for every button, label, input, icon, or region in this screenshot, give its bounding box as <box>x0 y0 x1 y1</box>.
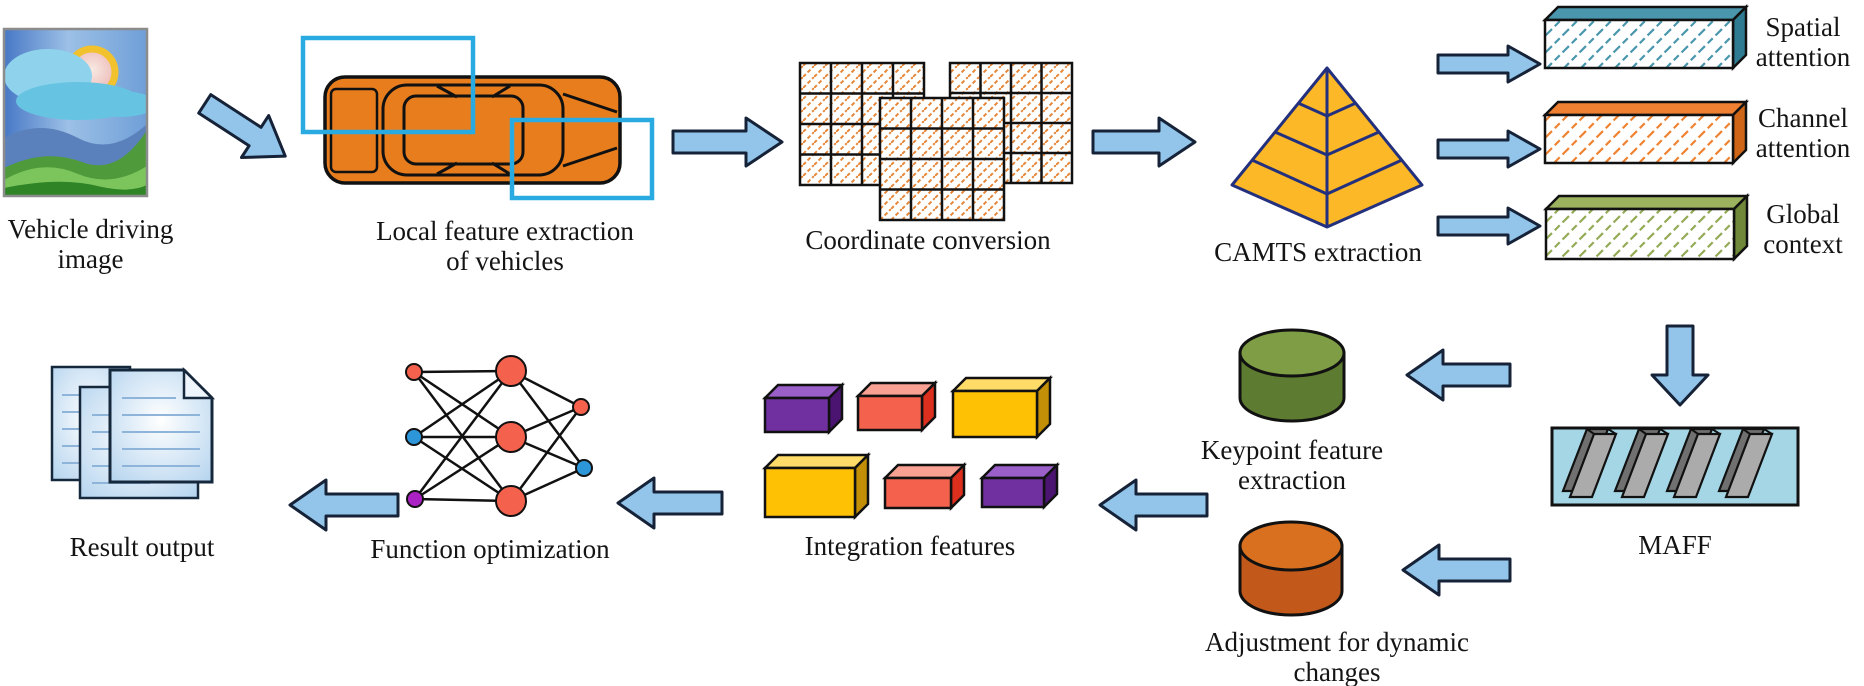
flow-arrow-3-icon <box>1091 116 1197 168</box>
spatial-attention-bar-icon <box>1541 3 1750 72</box>
integration-features-label: Integration features <box>804 531 1016 561</box>
global-context-bar-icon <box>1542 192 1751 263</box>
local-feature-label: Local feature extraction of vehicles <box>376 216 634 276</box>
flow-arrow-11-icon <box>288 478 400 532</box>
keypoint-label: Keypoint feature extraction <box>1200 435 1384 495</box>
grid-icon <box>798 61 1074 222</box>
neural-network-icon <box>405 355 593 517</box>
pyramid-icon <box>1230 66 1424 229</box>
flow-arrow-7-icon <box>1405 348 1512 402</box>
keypoint-cylinder-icon <box>1238 328 1346 423</box>
function-optimization-label: Function optimization <box>370 534 610 564</box>
flow-arrow-1-icon <box>197 93 287 160</box>
flow-arrow-down-icon <box>1650 324 1710 407</box>
vehicle-image-label: Vehicle driving image <box>7 214 174 274</box>
flow-arrow-8-icon <box>1401 543 1512 597</box>
adjustment-cylinder-icon <box>1238 520 1344 617</box>
maff-icon <box>1550 426 1800 507</box>
flow-arrow-2-icon <box>671 116 784 168</box>
flow-arrow-5-icon <box>1436 129 1542 169</box>
channel-attention-bar-icon <box>1541 98 1750 167</box>
channel-attention-label: Channel attention <box>1755 103 1851 163</box>
adjustment-label: Adjustment for dynamic changes <box>1205 627 1469 686</box>
flow-arrow-9-icon <box>1098 478 1209 532</box>
maff-label: MAFF <box>1638 530 1712 560</box>
flow-arrow-6-icon <box>1436 206 1542 246</box>
spatial-attention-label: Spatial attention <box>1755 12 1851 72</box>
detection-box-2 <box>509 117 655 201</box>
documents-icon <box>50 365 216 500</box>
camts-label: CAMTS extraction <box>1214 237 1422 267</box>
integration-boxes-icon <box>761 374 1061 521</box>
result-output-label: Result output <box>69 532 215 562</box>
scene-image-icon <box>2 27 149 198</box>
detection-box-1 <box>300 35 476 135</box>
global-context-label: Global context <box>1763 199 1843 259</box>
coordinate-conversion-label: Coordinate conversion <box>805 225 1051 255</box>
flow-arrow-10-icon <box>616 476 724 530</box>
flow-arrow-4-icon <box>1436 44 1542 84</box>
